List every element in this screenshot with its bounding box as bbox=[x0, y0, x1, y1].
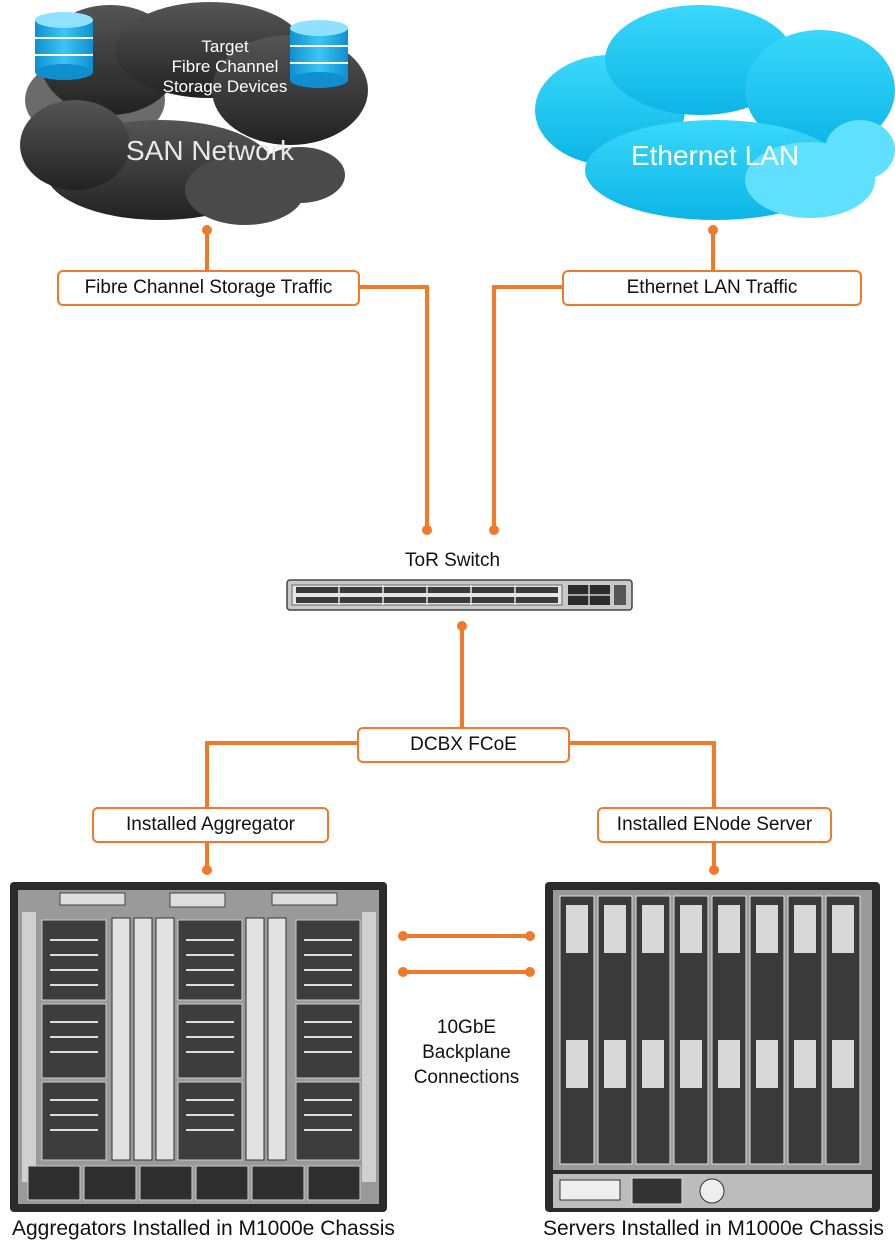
aggregators-caption: Aggregators Installed in M1000e Chassis bbox=[12, 1217, 395, 1240]
tor-switch-label: ToR Switch bbox=[405, 550, 501, 571]
link-endpoint bbox=[525, 931, 535, 941]
link-endpoint bbox=[709, 865, 719, 875]
link-endpoint bbox=[489, 525, 499, 535]
storage-icon bbox=[35, 12, 93, 80]
link-endpoint bbox=[708, 225, 718, 235]
link-endpoint bbox=[422, 525, 432, 535]
server-chassis-icon bbox=[545, 882, 880, 1212]
ethernet-lan-label: Ethernet LAN bbox=[630, 140, 800, 171]
installed-enode-server-label: Installed ENode Server bbox=[597, 807, 832, 843]
link-endpoint bbox=[457, 621, 467, 631]
installed-aggregator-label: Installed Aggregator bbox=[92, 807, 329, 843]
storage-devices-label: Target Fibre Channel Storage Devices bbox=[162, 37, 288, 96]
dcbx-link bbox=[205, 626, 716, 868]
aggregator-chassis-icon bbox=[10, 882, 387, 1212]
ethernet-traffic-label: Ethernet LAN Traffic bbox=[562, 270, 862, 306]
san-network-label: SAN Network bbox=[125, 135, 295, 166]
backplane-link bbox=[403, 934, 530, 974]
ethernet-traffic-link bbox=[492, 232, 715, 528]
fc-traffic-label: Fibre Channel Storage Traffic bbox=[57, 270, 360, 306]
lan-cloud bbox=[535, 5, 895, 220]
link-endpoint bbox=[202, 225, 212, 235]
servers-caption: Servers Installed in M1000e Chassis bbox=[543, 1217, 884, 1240]
link-endpoint bbox=[398, 931, 408, 941]
link-endpoint bbox=[202, 865, 212, 875]
link-endpoint bbox=[398, 967, 408, 977]
dcbx-fcoe-label: DCBX FCoE bbox=[357, 727, 570, 763]
fc-traffic-link bbox=[205, 232, 429, 528]
link-endpoint bbox=[525, 967, 535, 977]
tor-switch-icon bbox=[286, 579, 633, 611]
backplane-label: 10GbE Backplane Connections bbox=[413, 1017, 520, 1088]
storage-icon bbox=[290, 20, 348, 88]
